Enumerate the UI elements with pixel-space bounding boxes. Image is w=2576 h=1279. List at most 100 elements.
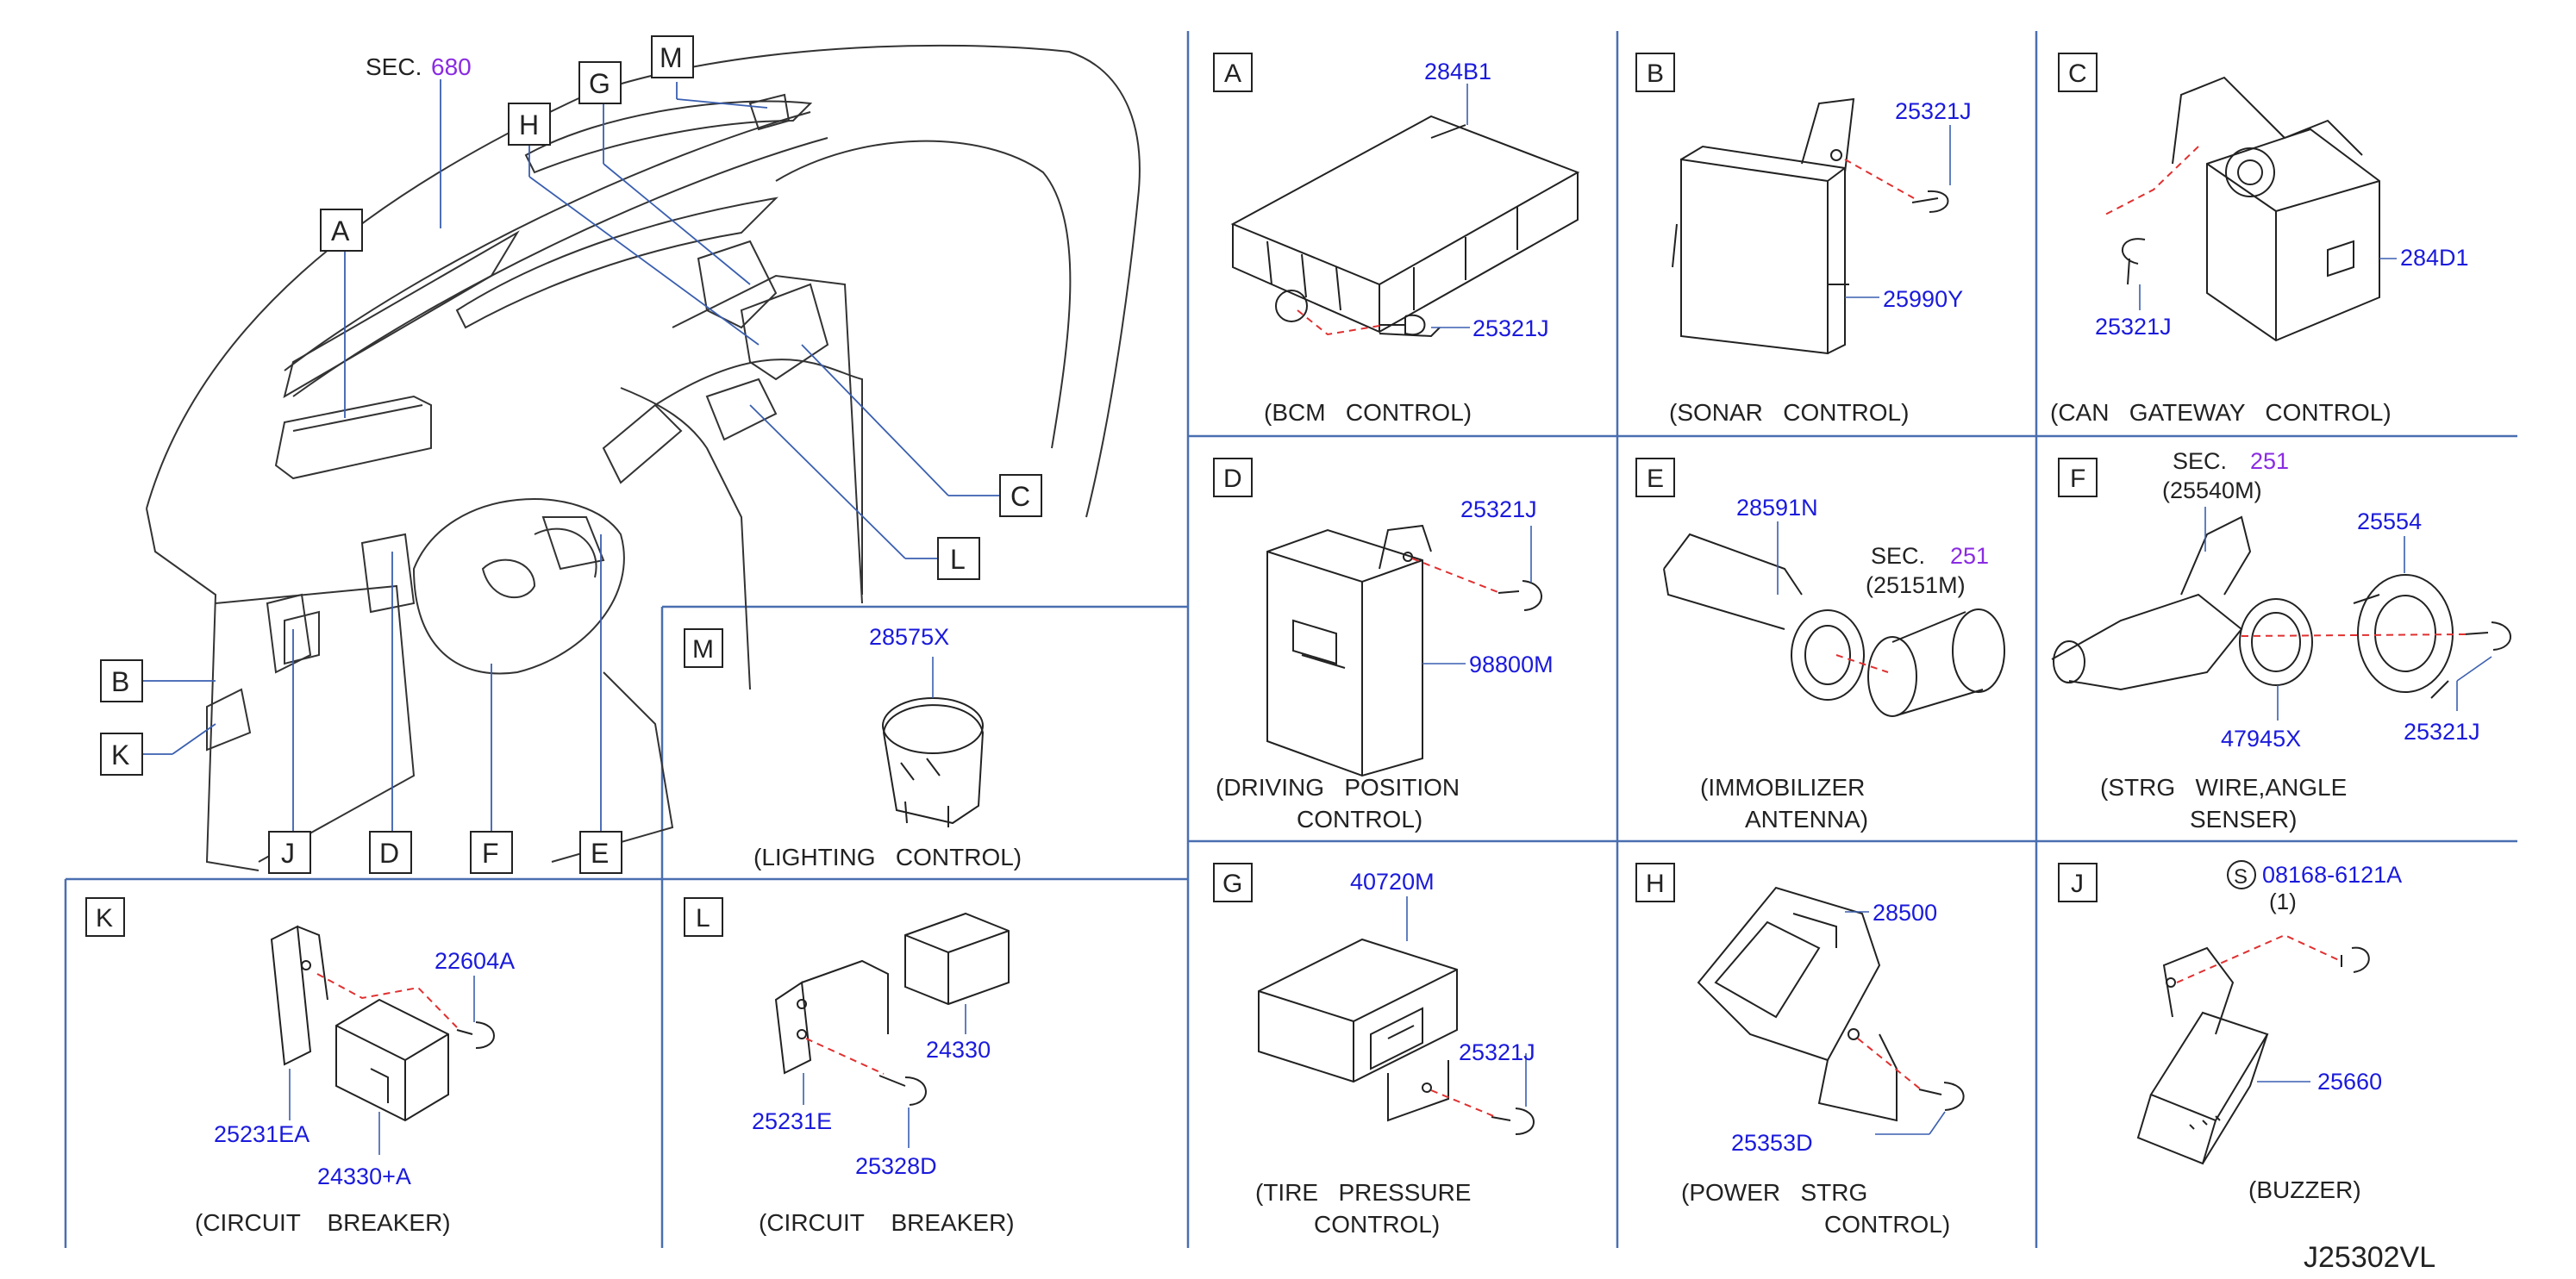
panel-l-letter: L xyxy=(696,904,710,933)
part-25231e: 25231E xyxy=(752,1108,832,1134)
bcm-dash xyxy=(1297,309,1380,336)
overview-callout-e: E xyxy=(591,838,609,869)
panel-leaders xyxy=(1431,84,1470,328)
part-284b1: 284B1 xyxy=(1424,59,1491,84)
sonar-unit-drawing xyxy=(1672,97,1855,355)
part-25554: 25554 xyxy=(2357,508,2422,534)
part-a-25321j: 25321J xyxy=(1472,315,1549,341)
part-25328d: 25328D xyxy=(855,1153,937,1179)
bcm-unit-drawing xyxy=(1230,115,1580,338)
overview-callout-m: M xyxy=(660,42,683,73)
driving-dash xyxy=(1411,558,1501,594)
caption-buzzer: (BUZZER) xyxy=(2248,1176,2361,1203)
immobilizer-dash xyxy=(1835,654,1889,673)
part-25660: 25660 xyxy=(2317,1069,2382,1095)
part-284d1: 284D1 xyxy=(2400,245,2469,271)
l-screw xyxy=(878,1075,927,1106)
k-screw xyxy=(456,1021,495,1049)
panel-e-sec-number: 251 xyxy=(1950,543,1989,569)
buzzer-bolt xyxy=(2341,946,2370,973)
caption-lighting: (LIGHTING CONTROL) xyxy=(753,844,1022,870)
part-b-25321j: 25321J xyxy=(1895,98,1972,124)
driving-leaders xyxy=(1422,526,1532,664)
part-25353d: 25353D xyxy=(1731,1130,1813,1156)
can-gateway-drawing xyxy=(2172,76,2380,342)
strg-dash xyxy=(2241,633,2467,637)
panel-a-letter: A xyxy=(1224,59,1241,88)
part-08168-6121a: 08168-6121A xyxy=(2262,862,2402,888)
l-leaders xyxy=(803,1004,966,1148)
part-28575x: 28575X xyxy=(869,624,949,650)
overview-callout-k: K xyxy=(111,739,129,771)
part-c-25321j: 25321J xyxy=(2095,314,2172,340)
dashboard-overview xyxy=(146,44,1141,871)
s-mark: S xyxy=(2234,865,2248,889)
part-40720m: 40720M xyxy=(1350,869,1435,895)
part-22604a: 22604A xyxy=(435,948,515,974)
panel-b-letter: B xyxy=(1647,59,1664,88)
tire-screw xyxy=(1491,1107,1535,1135)
overview-callout-l: L xyxy=(950,544,966,575)
panel-g-letter: G xyxy=(1222,870,1242,898)
overview-sec-label: SEC. xyxy=(366,53,422,80)
overview-sec-number: 680 xyxy=(431,53,472,80)
overview-callout-d: D xyxy=(379,838,399,869)
tire-dash xyxy=(1430,1089,1497,1118)
s-mark-circle xyxy=(2227,860,2256,889)
caption-driving-2: CONTROL) xyxy=(1297,806,1422,833)
panel-h-letter: H xyxy=(1646,870,1665,898)
can-screw xyxy=(2122,238,2146,285)
part-g-25321j: 25321J xyxy=(1459,1039,1535,1065)
can-leaders xyxy=(2139,258,2397,310)
power-strg-screw xyxy=(1918,1082,1965,1111)
panel-f-sec-label: SEC. xyxy=(2173,448,2227,474)
panel-j-qty: (1) xyxy=(2269,889,2297,914)
part-25990y: 25990Y xyxy=(1883,286,1963,312)
immobilizer-drawing xyxy=(1663,533,2005,717)
caption-k-circuit-breaker: (CIRCUIT BREAKER) xyxy=(195,1209,451,1236)
overview-callout-a: A xyxy=(331,215,350,246)
part-f-25321j: 25321J xyxy=(2404,719,2480,745)
circuit-breaker-l-drawing xyxy=(774,912,1010,1075)
strg-screw xyxy=(2463,621,2511,651)
buzzer-dash xyxy=(2176,933,2342,983)
k-dash xyxy=(316,973,458,1028)
caption-l-circuit-breaker: (CIRCUIT BREAKER) xyxy=(759,1209,1015,1236)
caption-tire-2: CONTROL) xyxy=(1314,1211,1440,1238)
driving-screw xyxy=(1497,580,1542,611)
overview-callout-c: C xyxy=(1010,481,1030,512)
part-47945x: 47945X xyxy=(2221,726,2301,752)
caption-strg-2: SENSER) xyxy=(2190,806,2297,833)
caption-immobilizer-2: ANTENNA) xyxy=(1745,806,1868,833)
sonar-screw xyxy=(1911,190,1949,213)
caption-power-2: CONTROL) xyxy=(1824,1211,1950,1238)
l-dash xyxy=(805,1038,885,1075)
panel-e-letter: E xyxy=(1647,465,1664,493)
panel-c-letter: C xyxy=(2068,59,2087,88)
panel-e-sec-label: SEC. xyxy=(1871,543,1925,569)
panel-e-ref: (25151M) xyxy=(1866,572,1966,598)
caption-tire-1: (TIRE PRESSURE xyxy=(1255,1179,1471,1206)
k-leaders xyxy=(289,976,475,1155)
part-d-25321j: 25321J xyxy=(1460,496,1537,522)
part-24330: 24330 xyxy=(926,1037,991,1063)
caption-can-gateway: (CAN GATEWAY CONTROL) xyxy=(2050,399,2392,426)
caption-sonar: (SONAR CONTROL) xyxy=(1669,399,1909,426)
power-strg-drawing xyxy=(1697,886,1898,1122)
tire-leaders xyxy=(1406,896,1527,1107)
overview-callout-boxes xyxy=(100,35,1042,874)
overview-callout-j: J xyxy=(281,838,295,869)
tire-pressure-drawing xyxy=(1258,938,1458,1122)
power-strg-dash xyxy=(1857,1038,1922,1090)
can-dash xyxy=(2103,146,2199,216)
part-98800m: 98800M xyxy=(1469,652,1554,677)
overview-callout-h: H xyxy=(519,109,539,140)
strg-wire-drawing xyxy=(2051,515,2454,699)
power-strg-leaders xyxy=(1845,911,1946,1135)
part-24330-plus-a: 24330+A xyxy=(317,1164,411,1189)
overview-callout-f: F xyxy=(482,838,499,869)
part-28591n: 28591N xyxy=(1736,495,1818,521)
strg-leaders xyxy=(2204,507,2492,721)
